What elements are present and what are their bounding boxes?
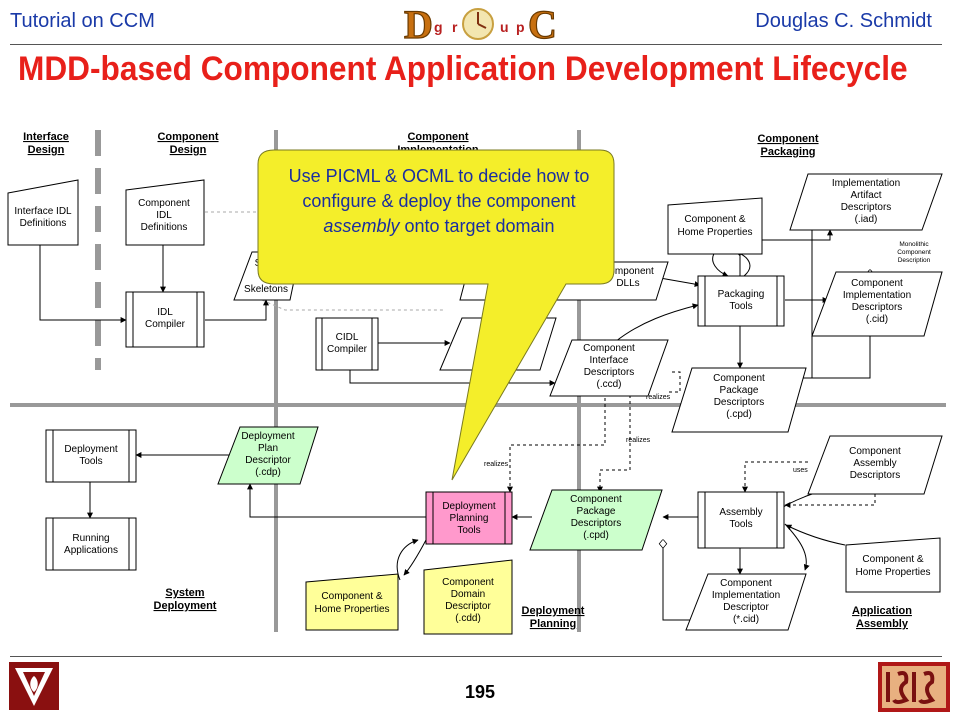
edge-assembly-props-loop: [784, 523, 810, 571]
node-component-home-properties-yellow: Component &Home Properties: [305, 573, 399, 631]
edge-label-realizes-2: realizes: [626, 437, 651, 444]
edge-dashed-realizes-mid: [507, 392, 606, 493]
edge-label-realizes-3: realizes: [484, 461, 509, 468]
edge-yellow-props-to-dpt: [396, 538, 419, 581]
svg-text:Component &Home Properties: Component &Home Properties: [677, 214, 752, 238]
edge-interface-desc-to-packaging: [614, 303, 699, 343]
isis-logo: [878, 662, 950, 712]
edge-label-uses: uses: [793, 467, 808, 474]
doc-group-logo: D g r o u p C: [403, 2, 557, 42]
slide-title: MDD-based Component Application Developm…: [18, 50, 908, 88]
callout-text: Use PICML & OCML to decide how to config…: [262, 164, 616, 239]
edge-dashed-uses: [742, 461, 808, 493]
edge-label-realizes-1: realizes: [646, 394, 671, 401]
edge-packaging-props-loop: [735, 250, 751, 277]
svg-text:Skeletons: Skeletons: [244, 284, 288, 295]
svg-text:Component &Home Properties: Component &Home Properties: [314, 591, 389, 615]
edge-dlls-to-packaging: [659, 277, 701, 288]
edge-packaging-to-artifact: [739, 229, 833, 276]
edge-cidl-to-interface-desc: [349, 370, 556, 386]
node-component-home-properties-top: Component &Home Properties: [667, 197, 763, 255]
callout-text-pre: Use PICML & OCML to decide how to config…: [288, 166, 590, 211]
edge-bottom-props-to-assembly: [785, 524, 846, 546]
page-number: 195: [464, 682, 496, 702]
header-left-text: Tutorial on CCM: [10, 10, 155, 32]
logo-letter-g: g: [434, 19, 443, 35]
logo-letter-p: p: [516, 19, 525, 35]
edge-dpt-to-yellow-props: [403, 539, 427, 576]
edge-props-packaging-loop: [712, 251, 729, 277]
header-right-text: Douglas C. Schmidt: [755, 10, 932, 32]
svg-text:Component &Home Properties: Component &Home Properties: [855, 554, 930, 578]
callout-text-emphasis: assembly: [323, 216, 400, 236]
logo-letter-r: r: [452, 19, 458, 35]
callout-balloon: [257, 149, 615, 481]
edge-dpt-to-plan: [247, 483, 426, 518]
header-rule: [10, 44, 942, 45]
edge-dashed-realizes-low: [597, 395, 631, 493]
edge-idl-compiler-to-skeletons: [205, 299, 269, 321]
node-component-home-properties-bottom: Component &Home Properties: [845, 537, 941, 593]
vanderbilt-logo: [9, 662, 59, 710]
logo-letter-c: C: [528, 2, 557, 42]
edge-impl-star-to-green-cpd: [663, 540, 690, 621]
footer-rule: [10, 656, 942, 657]
edge-dashed-realizes-top: [668, 371, 681, 393]
logo-letter-d: D: [404, 2, 433, 42]
logo-letter-u: u: [500, 19, 509, 35]
edge-dashed-skeleton-low: [261, 299, 445, 311]
edge-interface-idl-to-idl-compiler: [39, 245, 127, 323]
callout-text-post: onto target domain: [399, 216, 555, 236]
